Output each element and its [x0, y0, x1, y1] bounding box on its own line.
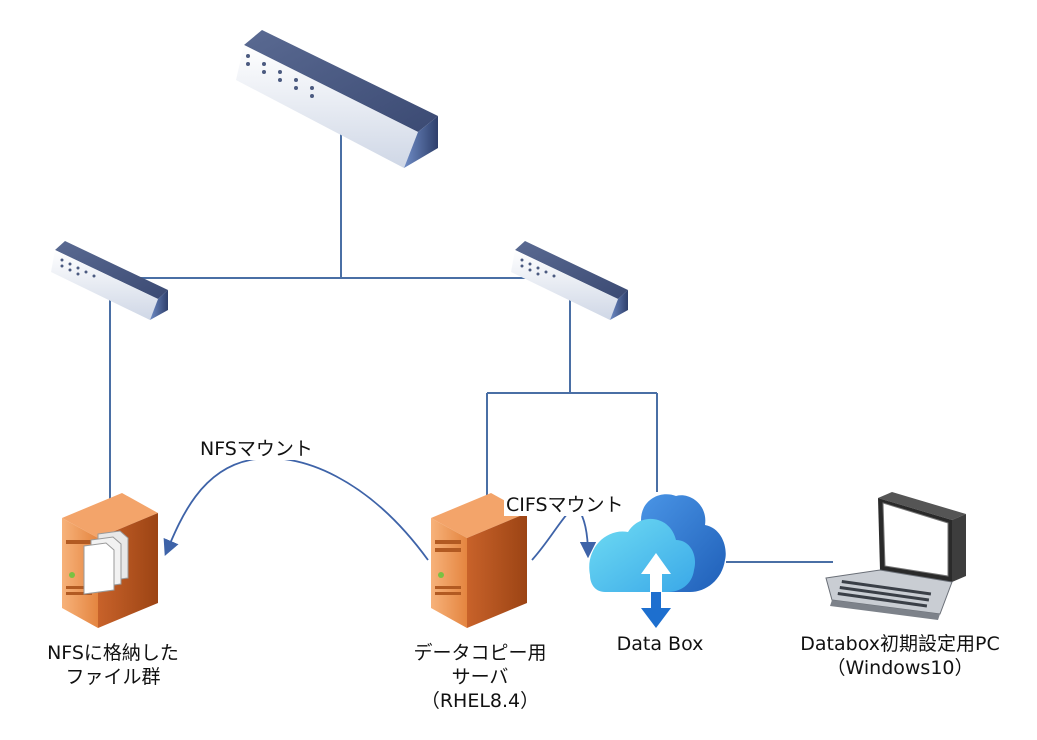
nfs-mount-label: NFSマウント — [198, 438, 315, 460]
laptop-icon — [825, 492, 966, 620]
nfs-mount-arrow — [163, 457, 429, 561]
download-arrow-icon — [641, 592, 671, 628]
left-switch-icon — [51, 241, 168, 320]
setup-pc-label-line-1: Databox初期設定用PC — [800, 633, 1000, 655]
right-switch-icon — [511, 241, 628, 320]
files-icon — [83, 530, 129, 595]
copy-server-label-line-2: サーバ — [451, 666, 509, 688]
setup-pc-label-line-2: （Windows10） — [826, 657, 974, 679]
nfs-files-label: NFSに格納した ファイル群 — [28, 641, 198, 689]
cifs-mount-label: CIFSマウント — [504, 494, 626, 516]
copy-server-label-line-1: データコピー用 — [413, 642, 547, 664]
copy-server-label-line-3: （RHEL8.4） — [420, 690, 540, 712]
copy-server-icon — [431, 493, 527, 628]
core-switch-icon — [236, 30, 438, 168]
nfs-files-label-line-1: NFSに格納した — [47, 642, 179, 664]
nfs-server-icon — [62, 493, 158, 628]
data-box-label: Data Box — [616, 633, 704, 655]
copy-server-label: データコピー用 サーバ （RHEL8.4） — [390, 641, 570, 713]
data-box-icon — [589, 494, 726, 628]
nfs-files-label-line-2: ファイル群 — [65, 666, 161, 688]
setup-pc-label: Databox初期設定用PC （Windows10） — [770, 632, 1030, 680]
upload-arrow-icon — [641, 553, 671, 594]
network-links — [109, 130, 833, 563]
